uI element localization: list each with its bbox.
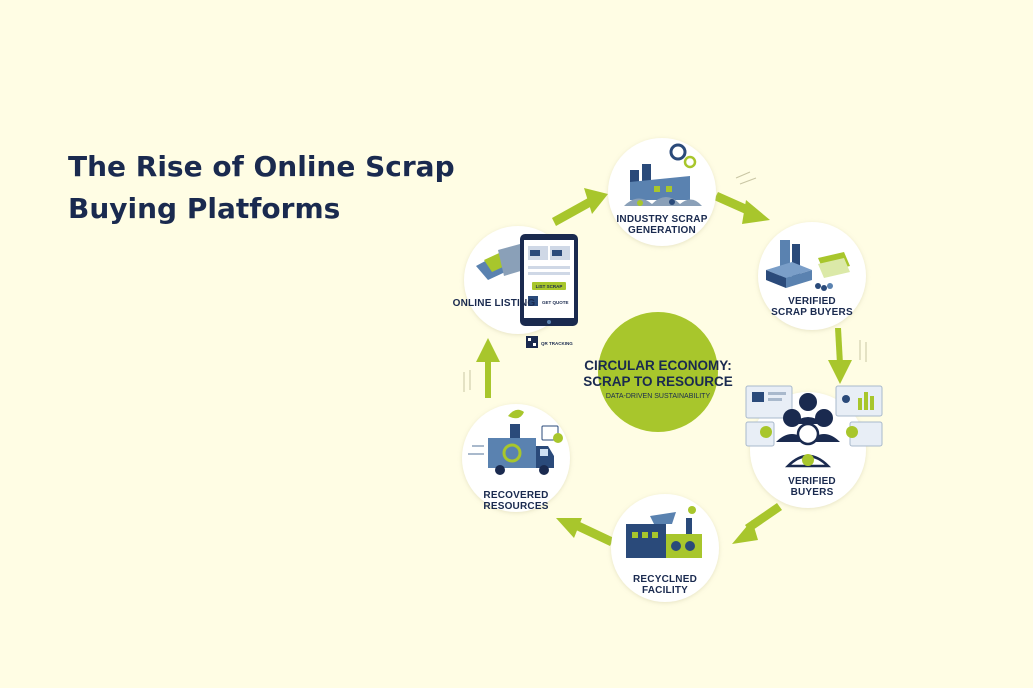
arrow-listing-to-industry <box>552 188 608 226</box>
flow-arrows <box>476 188 852 546</box>
center-circle <box>598 312 718 432</box>
arrow-facility-to-resources <box>556 518 614 546</box>
node-facility-label-1: RECYCLNED <box>633 574 697 585</box>
node-listing-label: ONLINE LISTING <box>453 298 536 309</box>
arrow-industry-to-scrap-buyers <box>714 192 770 224</box>
scrap-pile-icon <box>476 244 524 280</box>
people-group-icon <box>760 393 858 468</box>
node-facility-label-2: FACILITY <box>642 585 688 596</box>
motion-dashes <box>463 171 867 392</box>
qr-tracking-label: QR TRACKING <box>541 341 573 346</box>
page-title-line-2: Buying Platforms <box>68 192 341 225</box>
node-circle <box>750 392 866 508</box>
factory-icon <box>624 143 702 206</box>
recycle-truck-icon <box>468 409 563 475</box>
node-industry-scrap: INDUSTRY SCRAP GENERATION <box>608 138 716 246</box>
node-scrap-buyers-label-2: SCRAP BUYERS <box>771 307 853 318</box>
center-title-line-2: SCRAP TO RESOURCE <box>583 374 733 389</box>
center-subtitle: DATA-DRIVEN SUSTAINABILITY <box>606 393 711 400</box>
center-hub: CIRCULAR ECONOMY: SCRAP TO RESOURCE DATA… <box>583 312 733 432</box>
center-title-line-1: CIRCULAR ECONOMY: <box>584 358 732 373</box>
node-buyers-label-2: BUYERS <box>791 487 834 498</box>
page-title-line-1: The Rise of Online Scrap <box>68 150 455 183</box>
recycling-plant-icon <box>626 506 702 558</box>
node-scrap-buyers-label-1: VERIFIED <box>788 296 836 307</box>
node-resources-label-1: RECOVERED <box>483 490 548 501</box>
node-verified-buyers: VERIFIED BUYERS <box>745 385 883 508</box>
node-industry-label-1: INDUSTRY SCRAP <box>616 214 707 225</box>
arrow-buyers-to-facility <box>732 503 782 544</box>
node-verified-scrap-buyers: VERIFIED SCRAP BUYERS <box>758 222 866 330</box>
arrow-scrap-buyers-to-buyers <box>828 328 852 384</box>
metal-stack-icon <box>766 240 850 291</box>
node-recycled-facility: RECYCLNED FACILITY <box>611 494 719 602</box>
arrow-resources-to-listing <box>476 338 500 398</box>
tablet-footer-label: GET QUOTE <box>542 300 569 305</box>
circular-economy-diagram: CIRCULAR ECONOMY: SCRAP TO RESOURCE DATA… <box>453 138 883 602</box>
tablet-list-button-label: LIST SCRAP <box>536 284 563 289</box>
node-recovered-resources: RECOVERED RESOURCES <box>462 404 570 512</box>
node-resources-label-2: RESOURCES <box>483 501 548 512</box>
qr-code-icon: QR TRACKING <box>526 336 573 348</box>
node-buyers-label-1: VERIFIED <box>788 476 836 487</box>
page-title: The Rise of Online Scrap Buying Platform… <box>68 146 488 230</box>
dashboard-screens-icon <box>745 385 883 447</box>
node-online-listing: LIST SCRAP GET QUOTE QR TRACKING ONLINE … <box>453 226 578 348</box>
tablet-icon: LIST SCRAP GET QUOTE <box>520 234 578 326</box>
node-industry-label-2: GENERATION <box>628 225 696 236</box>
